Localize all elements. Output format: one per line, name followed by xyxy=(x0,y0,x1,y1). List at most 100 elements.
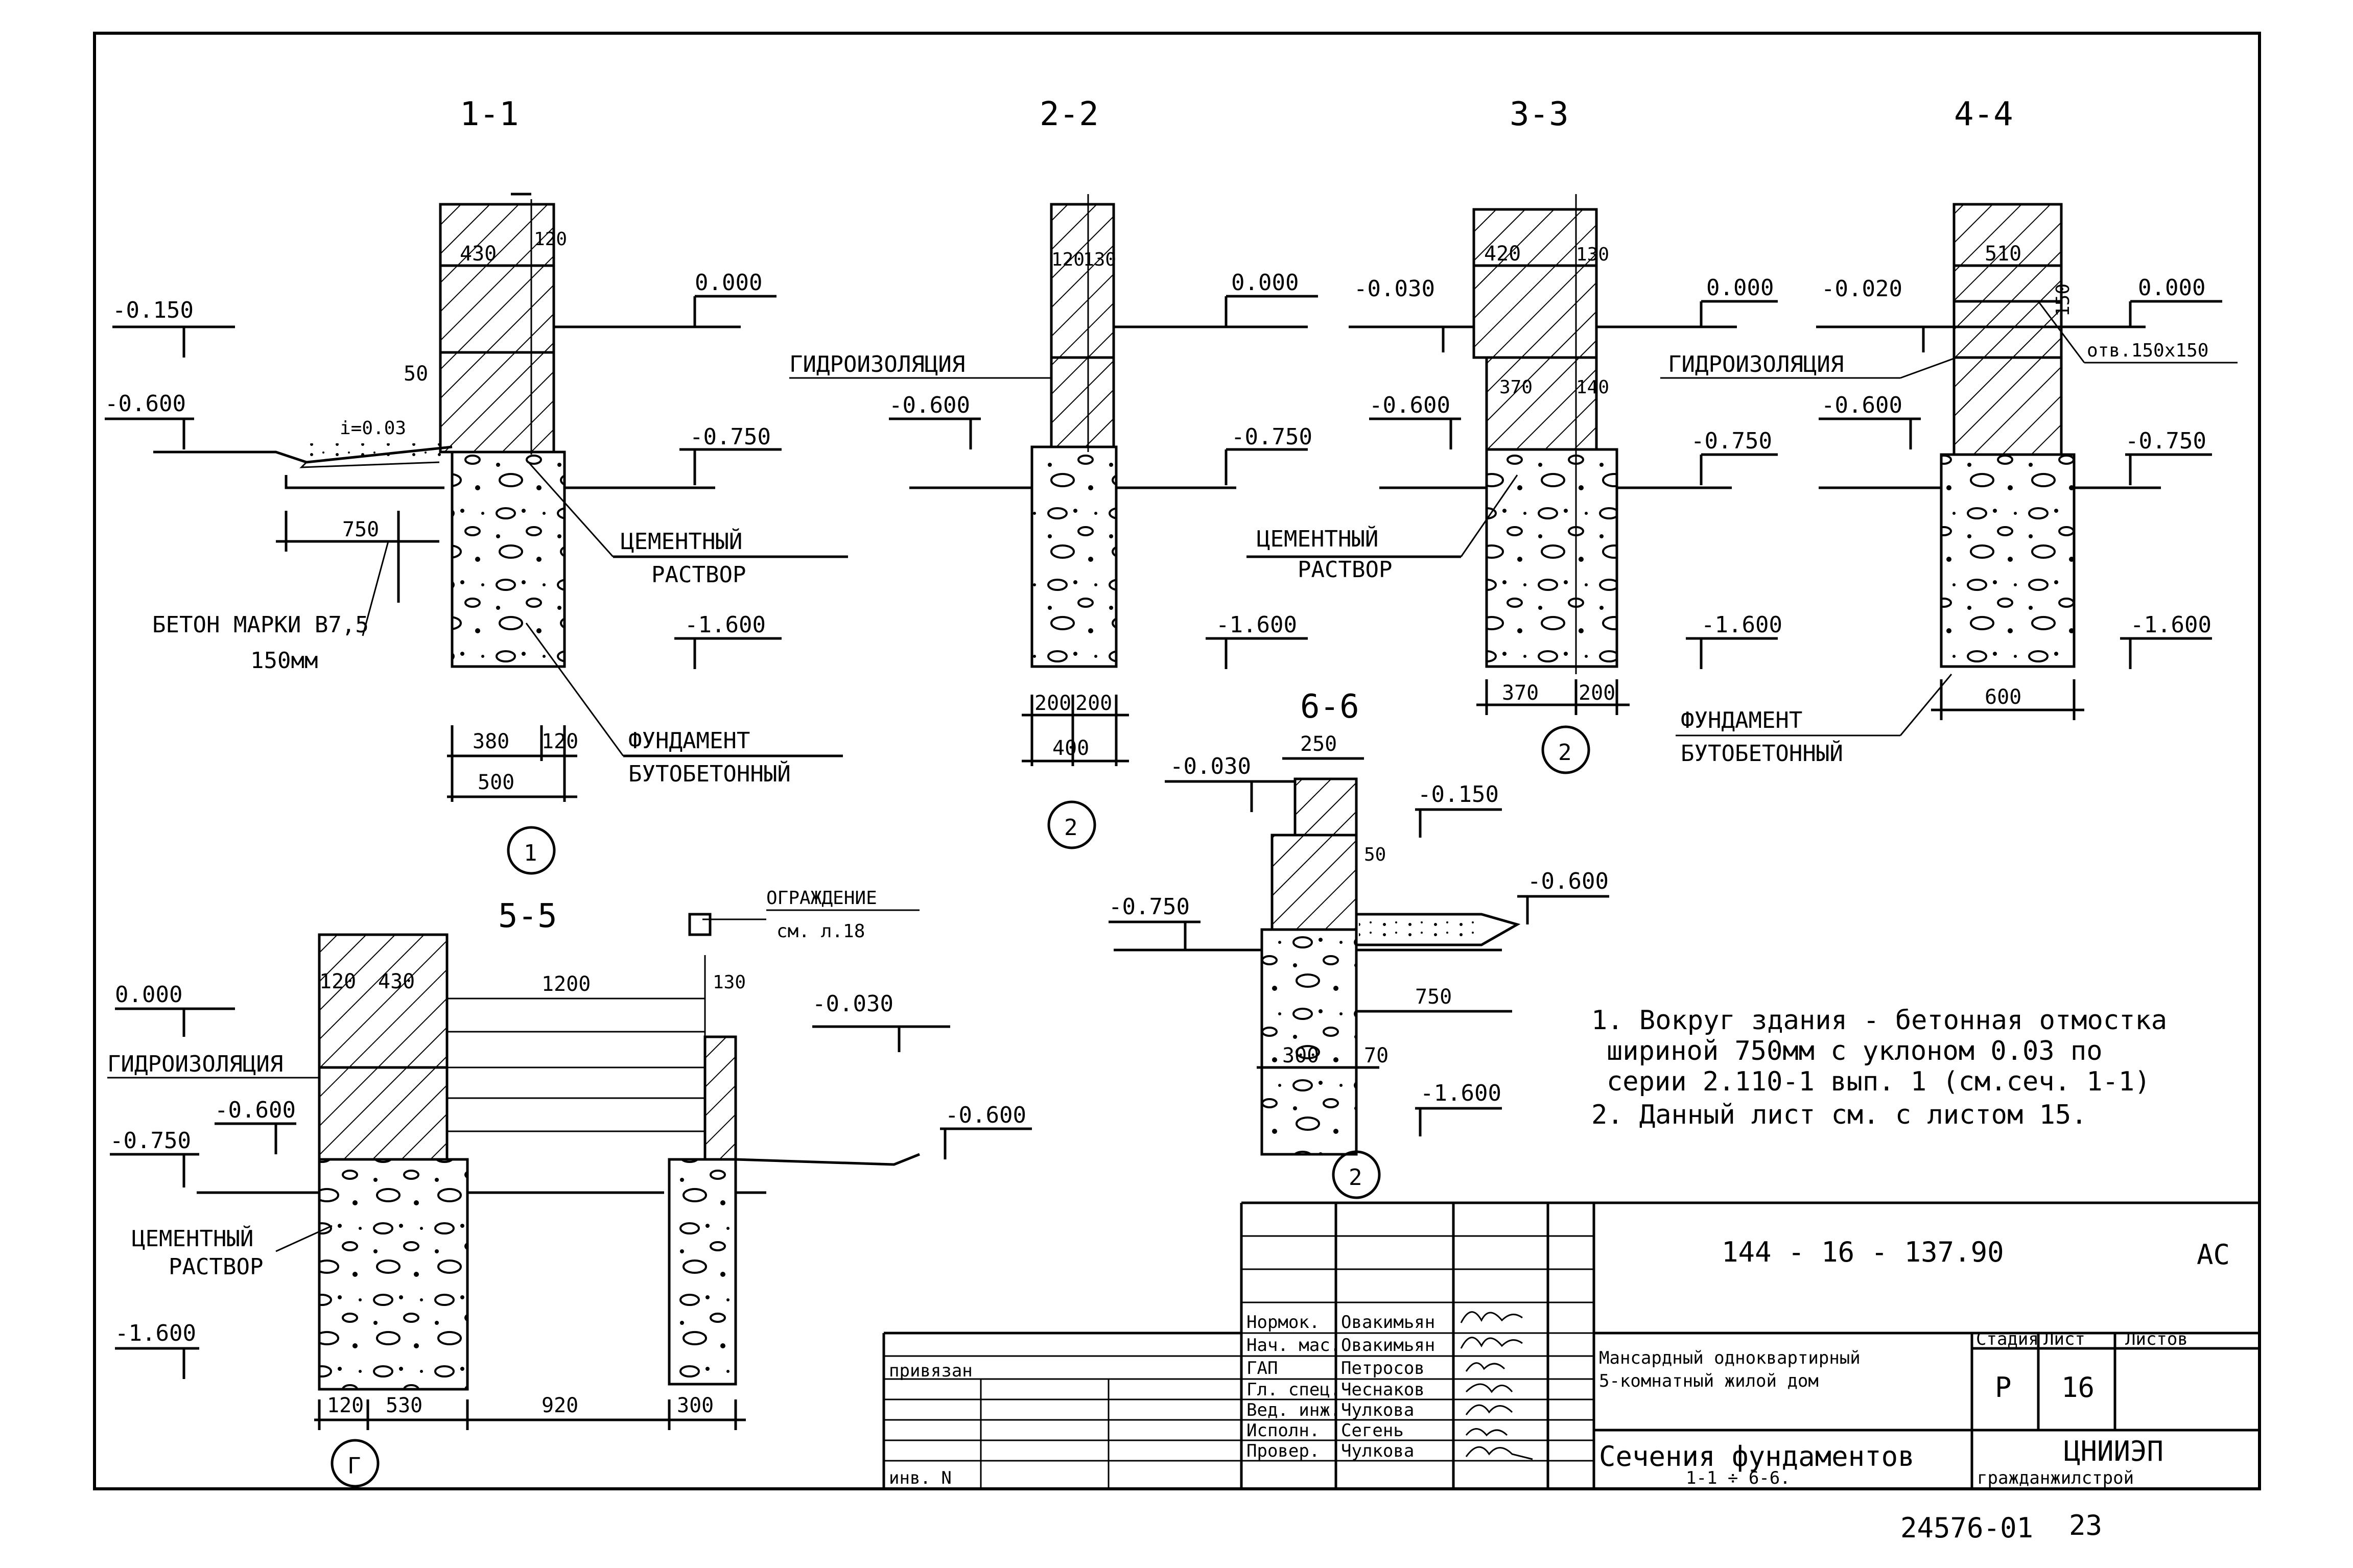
s3-mark: 2 xyxy=(1558,740,1572,766)
section-5-5: 5-5 ОГРАЖДЕНИЕ см. л.18 0.000 120 430 12… xyxy=(107,888,1032,1488)
s5-mortar-label-2: РАСТВОР xyxy=(169,1254,263,1280)
tb-sheet-hdr: Лист xyxy=(2043,1329,2085,1349)
title-block: привязан инв. N Нормок. Овакимьян Нач. м… xyxy=(882,1201,2260,1489)
section-6-6-title: 6-6 xyxy=(1300,688,1359,726)
s3-dim-140: 140 xyxy=(1576,377,1609,398)
s1-level-m0-150: -0.150 xyxy=(112,297,194,323)
tb-name-2: Петросов xyxy=(1341,1358,1425,1379)
section-1-1-title: 1-1 xyxy=(460,96,519,133)
section-6-6: 6-6 250 -0.030 -0.150 50 -0.600 -0.750 7… xyxy=(1109,688,1609,1199)
tb-role-3: Гл. спец. xyxy=(1246,1380,1340,1400)
note-line-1: 1. Вокруг здания - бетонная отмостка xyxy=(1591,1005,2167,1036)
s3-dim-370b: 370 xyxy=(1502,681,1539,705)
tb-inv-label: инв. N xyxy=(889,1468,952,1488)
s2-dim-400: 400 xyxy=(1052,737,1089,760)
s5-dim-300: 300 xyxy=(677,1394,714,1417)
s2-level-m0-600: -0.600 xyxy=(889,392,970,418)
section-5-5-title: 5-5 xyxy=(498,897,557,935)
note-line-3: серии 2.110-1 вып. 1 (см.сеч. 1-1) xyxy=(1607,1066,2150,1097)
tb-drawing-range: 1-1 ÷ 6-6. xyxy=(1686,1468,1791,1488)
sheet-frame xyxy=(93,32,2261,1490)
s1-level-m0-600: -0.600 xyxy=(105,391,186,417)
s5-dim-1200: 1200 xyxy=(542,972,591,996)
s2-mark: 2 xyxy=(1064,815,1078,841)
tb-role-6: Провер. xyxy=(1246,1441,1320,1461)
s3-mortar-label-2: РАСТВОР xyxy=(1298,557,1392,583)
tb-name-6: Чулкова xyxy=(1341,1441,1414,1461)
s4-level-m0-750: -0.750 xyxy=(2125,428,2206,454)
s6-level-m0-750: -0.750 xyxy=(1109,894,1190,920)
tb-role-2: ГАП xyxy=(1246,1358,1278,1379)
signature-4 xyxy=(1465,1383,1513,1393)
s3-dim-130: 130 xyxy=(1576,244,1609,265)
tb-discipline: АС xyxy=(2197,1239,2230,1271)
s6-dim-300: 300 xyxy=(1282,1044,1319,1067)
s1-concrete-label: БЕТОН МАРКИ В7,5 xyxy=(152,612,369,638)
s1-mortar-label-1: ЦЕМЕНТНЫЙ xyxy=(621,528,742,555)
s3-level-m0-750: -0.750 xyxy=(1691,428,1772,454)
s5-fence-label-1: ОГРАЖДЕНИЕ xyxy=(766,888,877,909)
s5-dim-430: 430 xyxy=(378,970,415,993)
section-4-4: 4-4 510 150 -0.020 0.000 ГИДРОИЗОЛЯЦИЯ о… xyxy=(1660,96,2238,767)
tb-sheet-no: 16 xyxy=(2061,1371,2095,1404)
s5-level-m0-750: -0.750 xyxy=(110,1128,191,1154)
s4-foundation-label-1: ФУНДАМЕНТ xyxy=(1681,707,1802,733)
s1-foundation-label-1: ФУНДАМЕНТ xyxy=(628,728,750,754)
signature-6 xyxy=(1465,1428,1508,1437)
s4-dim-600: 600 xyxy=(1985,685,2021,709)
s5-fence-label-2: см. л.18 xyxy=(777,921,865,942)
s2-level-0-000: 0.000 xyxy=(1231,270,1299,296)
tb-doc-code: 144 - 16 - 137.90 xyxy=(1722,1236,2004,1268)
section-2-2-title: 2-2 xyxy=(1040,96,1099,133)
tb-name-4: Чулкова xyxy=(1341,1400,1414,1420)
section-2-2: 2-2 120 130 0.000 ГИДРОИЗОЛЯЦИЯ -0.600 -… xyxy=(789,96,1318,849)
tb-name-3: Чеснаков xyxy=(1341,1380,1425,1400)
tb-role-4: Вед. инж. xyxy=(1246,1400,1340,1420)
tb-name-5: Сегень xyxy=(1341,1420,1404,1441)
tb-project-1: Мансардный одноквартирный xyxy=(1599,1348,1861,1368)
s4-waterproofing: ГИДРОИЗОЛЯЦИЯ xyxy=(1668,351,1844,377)
footer-page: 23 xyxy=(2069,1509,2102,1541)
s2-dim-200a: 200 xyxy=(1034,692,1071,715)
s5-level-0-000: 0.000 xyxy=(115,982,182,1008)
s5-mark: Г xyxy=(347,1453,361,1479)
tb-project-2: 5-комнатный жилой дом xyxy=(1599,1371,1819,1391)
s6-level-m1-600: -1.600 xyxy=(1420,1080,1501,1106)
section-1-1: 1-1 0.000 -0.150 -0.600 i=0.03 -0.750 -1… xyxy=(105,96,848,875)
s1-dim-120b: 120 xyxy=(542,730,578,753)
section-4-4-title: 4-4 xyxy=(1954,96,2013,133)
s1-slope: i=0.03 xyxy=(340,418,406,439)
s6-dim-70: 70 xyxy=(1364,1044,1389,1067)
tb-name-1: Овакимьян xyxy=(1341,1335,1435,1356)
s2-level-m1-600: -1.600 xyxy=(1216,612,1297,638)
s6-dim-750: 750 xyxy=(1415,985,1452,1009)
s6-level-m0-150: -0.150 xyxy=(1418,781,1499,807)
tb-sheets-hdr: Листов xyxy=(2125,1329,2188,1349)
s6-level-m0-600: -0.600 xyxy=(1527,868,1609,894)
s3-level-0-000: 0.000 xyxy=(1706,275,1774,301)
section-3-3: 3-3 420 130 370 140 -0.030 0.000 -0.600 … xyxy=(1246,96,1782,774)
s5-level-m0-600: -0.600 xyxy=(215,1097,296,1123)
tb-org-1: ЦНИИЭП xyxy=(2064,1435,2163,1467)
s6-dim-50: 50 xyxy=(1364,844,1386,865)
s1-dim-380: 380 xyxy=(473,730,509,753)
tb-bound-label: привязан xyxy=(889,1361,973,1381)
tb-role-0: Нормок. xyxy=(1246,1312,1320,1333)
signature-3 xyxy=(1465,1362,1505,1372)
s3-level-m1-600: -1.600 xyxy=(1701,612,1782,638)
s5-mortar-label-1: ЦЕМЕНТНЫЙ xyxy=(132,1225,253,1252)
section-3-3-title: 3-3 xyxy=(1510,96,1569,133)
tb-stage: Р xyxy=(1995,1371,2012,1404)
s3-dim-420: 420 xyxy=(1484,242,1521,266)
s1-foundation-label-2: БУТОБЕТОННЫЙ xyxy=(628,760,791,787)
s1-mark: 1 xyxy=(524,840,537,866)
s4-level-m0-600: -0.600 xyxy=(1821,392,1902,418)
s1-level-0-000: 0.000 xyxy=(695,270,762,296)
note-line-4: 2. Данный лист см. с листом 15. xyxy=(1591,1100,2087,1130)
s3-dim-200: 200 xyxy=(1579,681,1615,705)
s3-mortar-label-1: ЦЕМЕНТНЫЙ xyxy=(1257,525,1378,552)
s4-foundation-label-2: БУТОБЕТОННЫЙ xyxy=(1681,740,1843,767)
s5-dim-120b: 120 xyxy=(327,1394,364,1417)
note-line-2: шириной 750мм с уклоном 0.03 по xyxy=(1607,1036,2103,1066)
